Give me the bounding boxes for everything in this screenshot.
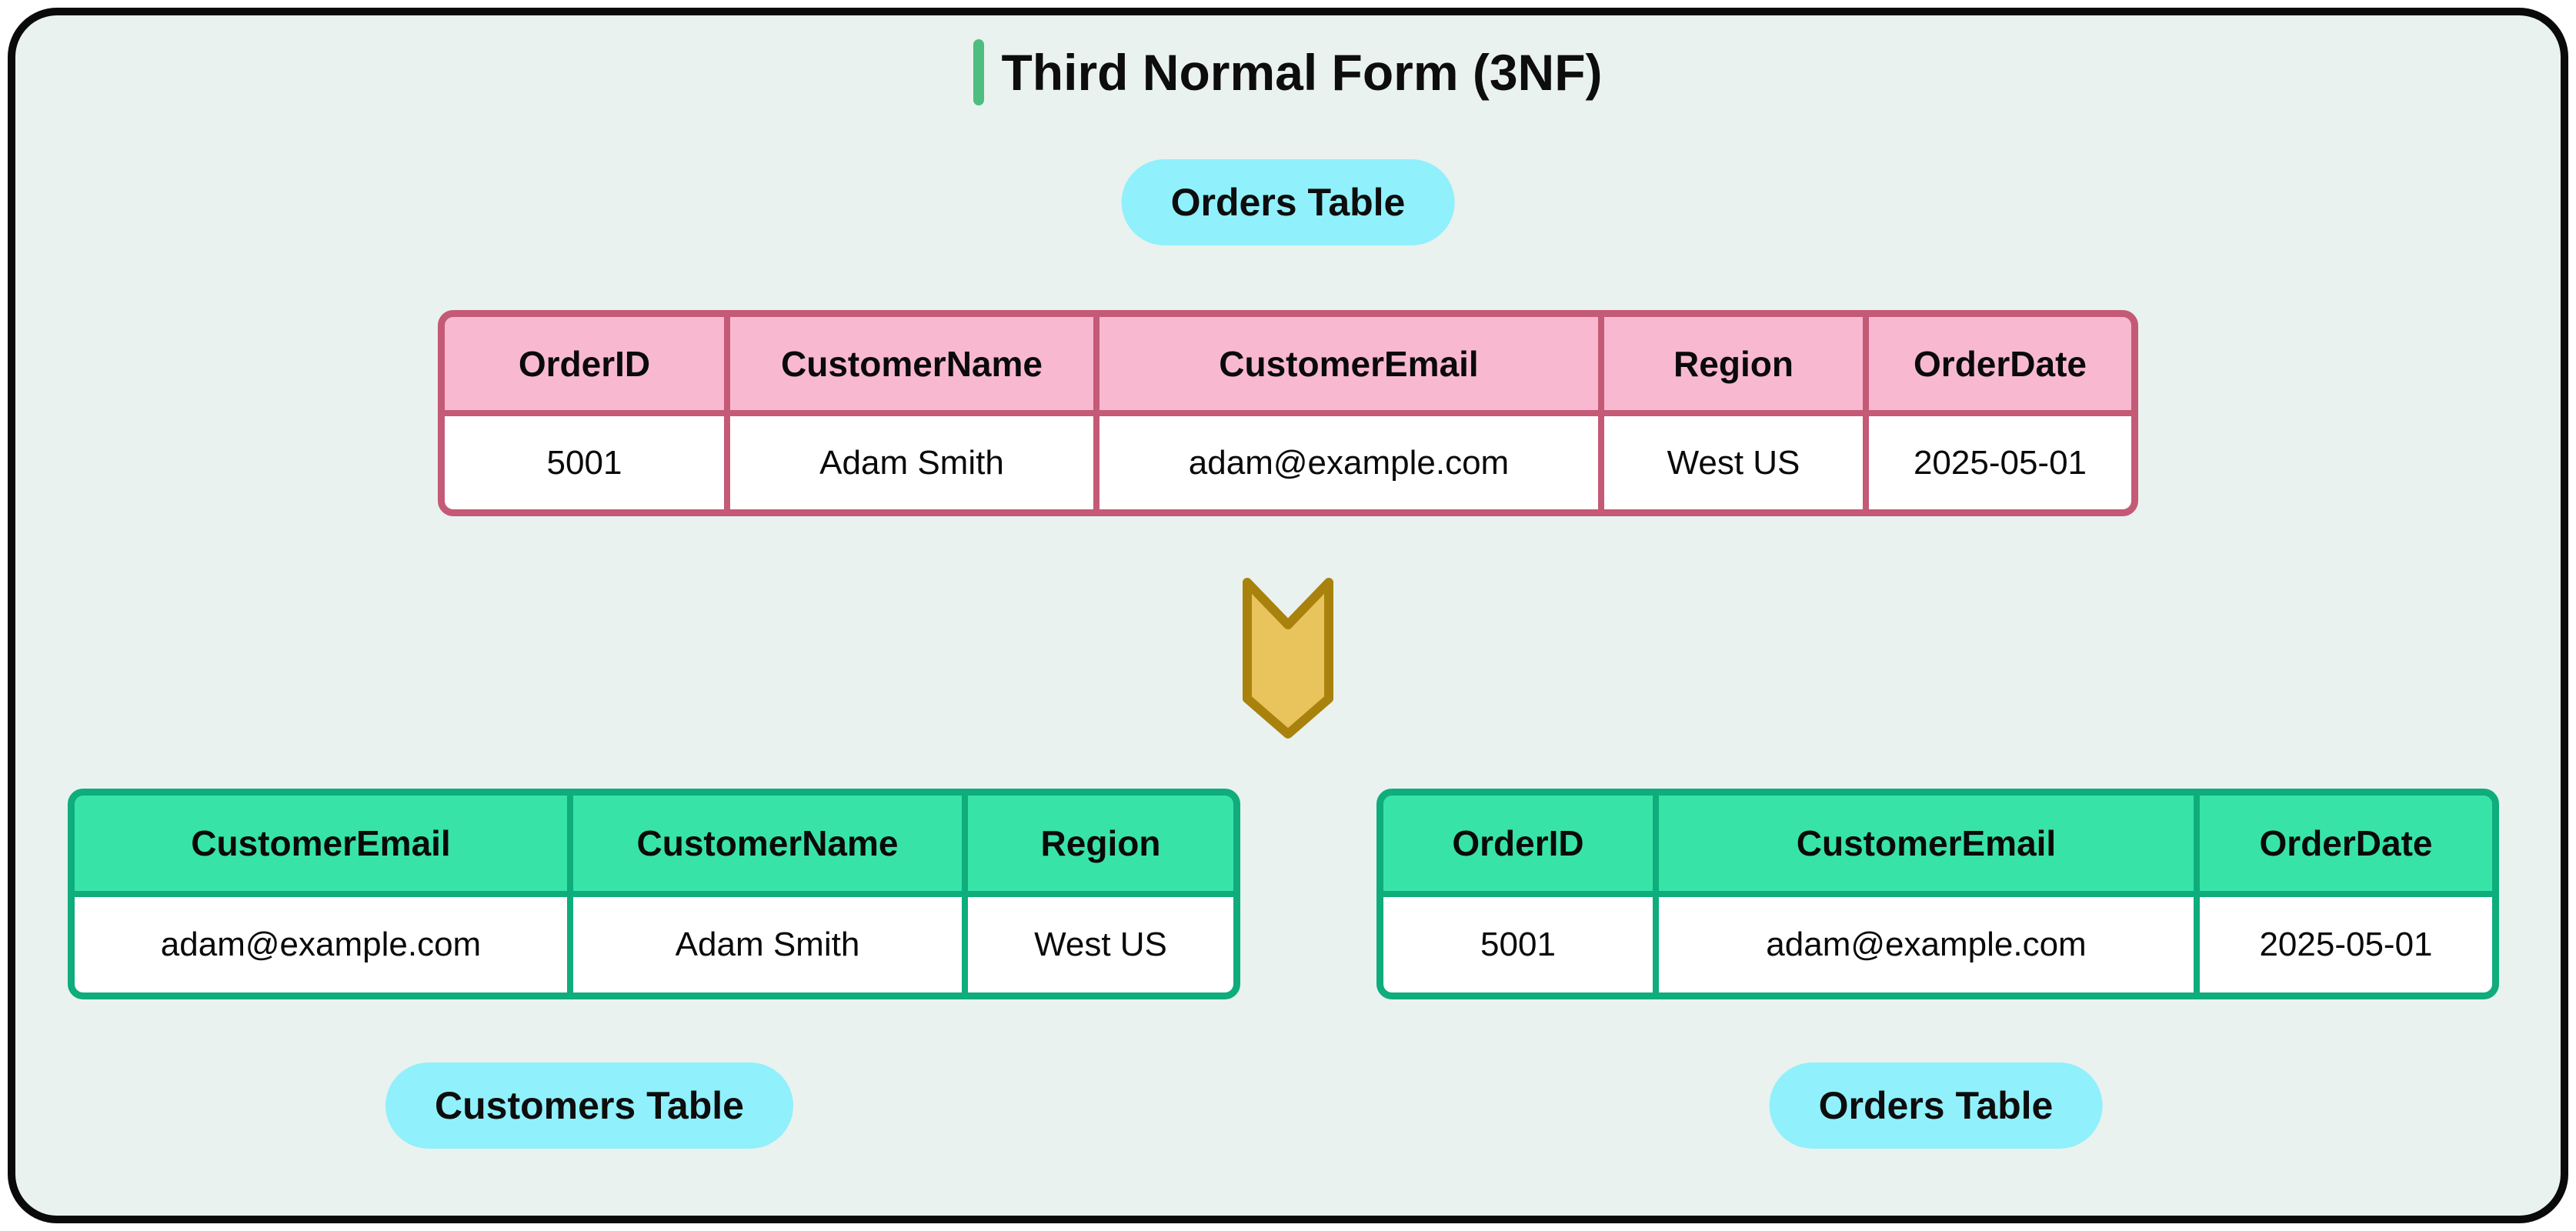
data-cell: 2025-05-01 [1869,416,2131,509]
header-cell: OrderID [445,317,724,410]
data-cell: Adam Smith [573,897,962,992]
orders-source-table: OrderID CustomerName CustomerEmail Regio… [438,310,2138,516]
title-accent-bar [973,39,985,105]
header-cell: OrderDate [1869,317,2131,410]
customers-result-table: CustomerEmail CustomerName Region adam@e… [68,789,1240,999]
customers-table-badge: Customers Table [385,1063,793,1149]
header-cell: CustomerEmail [1099,317,1598,410]
page-title: Third Normal Form (3NF) [1001,44,1603,101]
data-cell: West US [1604,416,1863,509]
data-cell: 5001 [445,416,724,509]
header-cell: Region [968,796,1233,891]
data-cell: 2025-05-01 [2200,897,2492,992]
header-cell: CustomerName [573,796,962,891]
orders-result-table: OrderID CustomerEmail OrderDate 5001 ada… [1376,789,2499,999]
orders-source-table-badge: Orders Table [1121,159,1455,245]
orders-result-table-badge: Orders Table [1769,1063,2103,1149]
header-cell: OrderDate [2200,796,2492,891]
data-cell: adam@example.com [1099,416,1598,509]
header-cell: CustomerEmail [1659,796,2194,891]
header-cell: OrderID [1383,796,1653,891]
header-cell: CustomerName [730,317,1093,410]
diagram-title: Third Normal Form (3NF) [0,38,2576,106]
arrow-down-icon [1243,578,1333,739]
data-cell: adam@example.com [1659,897,2194,992]
data-cell: 5001 [1383,897,1653,992]
data-cell: West US [968,897,1233,992]
header-cell: Region [1604,317,1863,410]
data-cell: Adam Smith [730,416,1093,509]
header-cell: CustomerEmail [75,796,567,891]
data-cell: adam@example.com [75,897,567,992]
